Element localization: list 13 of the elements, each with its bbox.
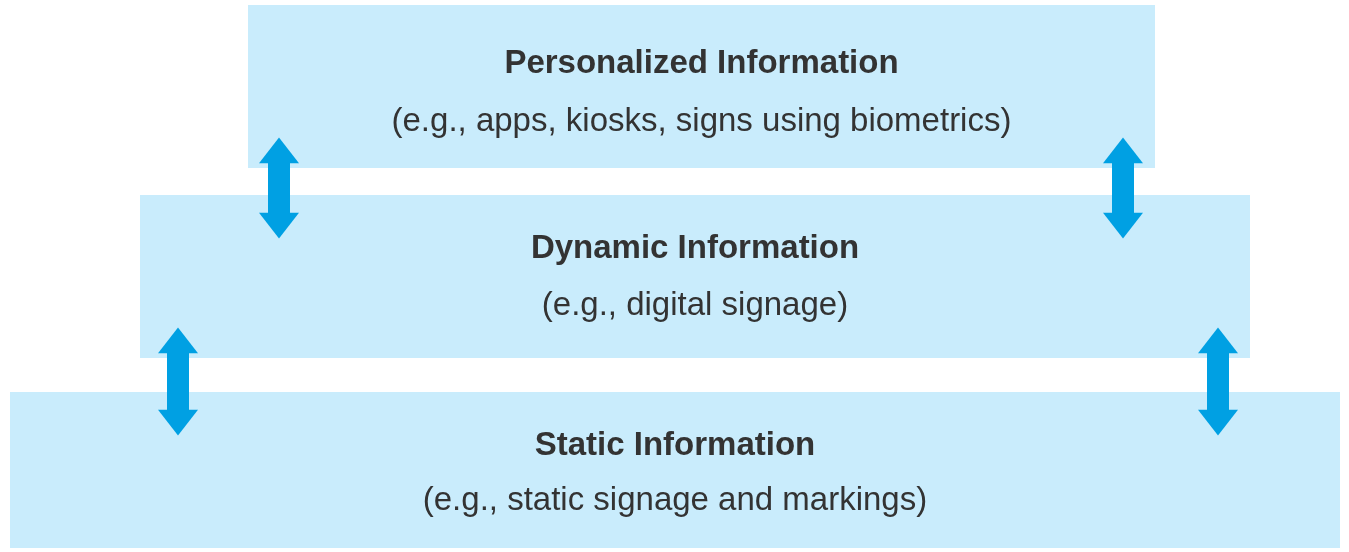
layer-band (140, 195, 1250, 358)
double-arrow (259, 137, 299, 239)
layer-band (10, 392, 1340, 548)
layer-heading: Static Information (534, 425, 816, 462)
layer-examples: (e.g., digital signage) (541, 285, 849, 322)
double-arrow (1198, 327, 1238, 436)
layer-heading: Personalized Information (504, 43, 899, 80)
layer-examples: (e.g., apps, kiosks, signs using biometrics) (391, 101, 1012, 138)
layer-band (248, 5, 1155, 168)
double-arrow (1103, 137, 1143, 239)
layer-heading: Dynamic Information (530, 228, 860, 265)
double-arrow (158, 327, 198, 436)
layer-examples: (e.g., static signage and markings) (422, 480, 928, 517)
